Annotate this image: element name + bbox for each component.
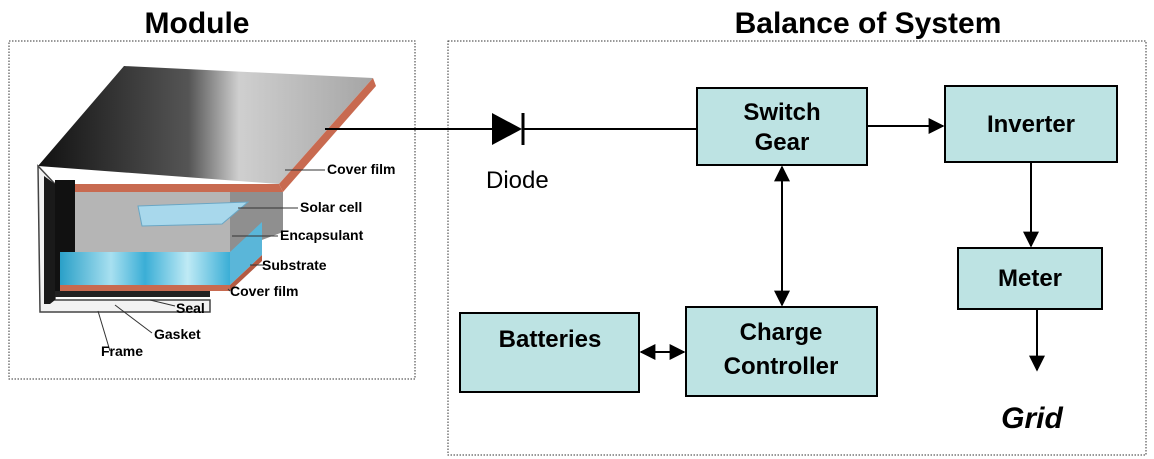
label-cover-film-top: Cover film <box>327 161 395 177</box>
label-substrate: Substrate <box>262 257 327 273</box>
switch-gear-line1: Switch <box>743 99 820 126</box>
charge-controller-line2: Controller <box>724 353 839 380</box>
charge-controller-line1: Charge <box>740 319 823 346</box>
label-gasket: Gasket <box>154 326 201 342</box>
batteries-block: Batteries <box>459 312 640 393</box>
switch-gear-block: Switch Gear <box>696 87 868 166</box>
meter-label: Meter <box>998 265 1062 292</box>
bos-frame <box>447 40 1147 456</box>
diode-label: Diode <box>486 167 549 194</box>
inverter-label: Inverter <box>987 111 1075 138</box>
module-leader-lines <box>97 169 325 352</box>
batteries-label: Batteries <box>499 326 602 353</box>
module-illustration <box>37 66 376 313</box>
label-frame: Frame <box>101 343 143 359</box>
module-title: Module <box>145 7 250 40</box>
grid-label: Grid <box>1001 402 1063 435</box>
label-encapsulant: Encapsulant <box>280 227 364 243</box>
charge-controller-block: Charge Controller <box>685 306 878 397</box>
meter-block: Meter <box>957 247 1103 310</box>
inverter-block: Inverter <box>944 85 1118 163</box>
label-seal: Seal <box>176 300 205 316</box>
bos-title: Balance of System <box>735 7 1002 40</box>
label-solar-cell: Solar cell <box>300 199 362 215</box>
diode-symbol <box>492 113 525 145</box>
label-cover-film-bottom: Cover film <box>230 283 298 299</box>
switch-gear-line2: Gear <box>755 129 810 156</box>
